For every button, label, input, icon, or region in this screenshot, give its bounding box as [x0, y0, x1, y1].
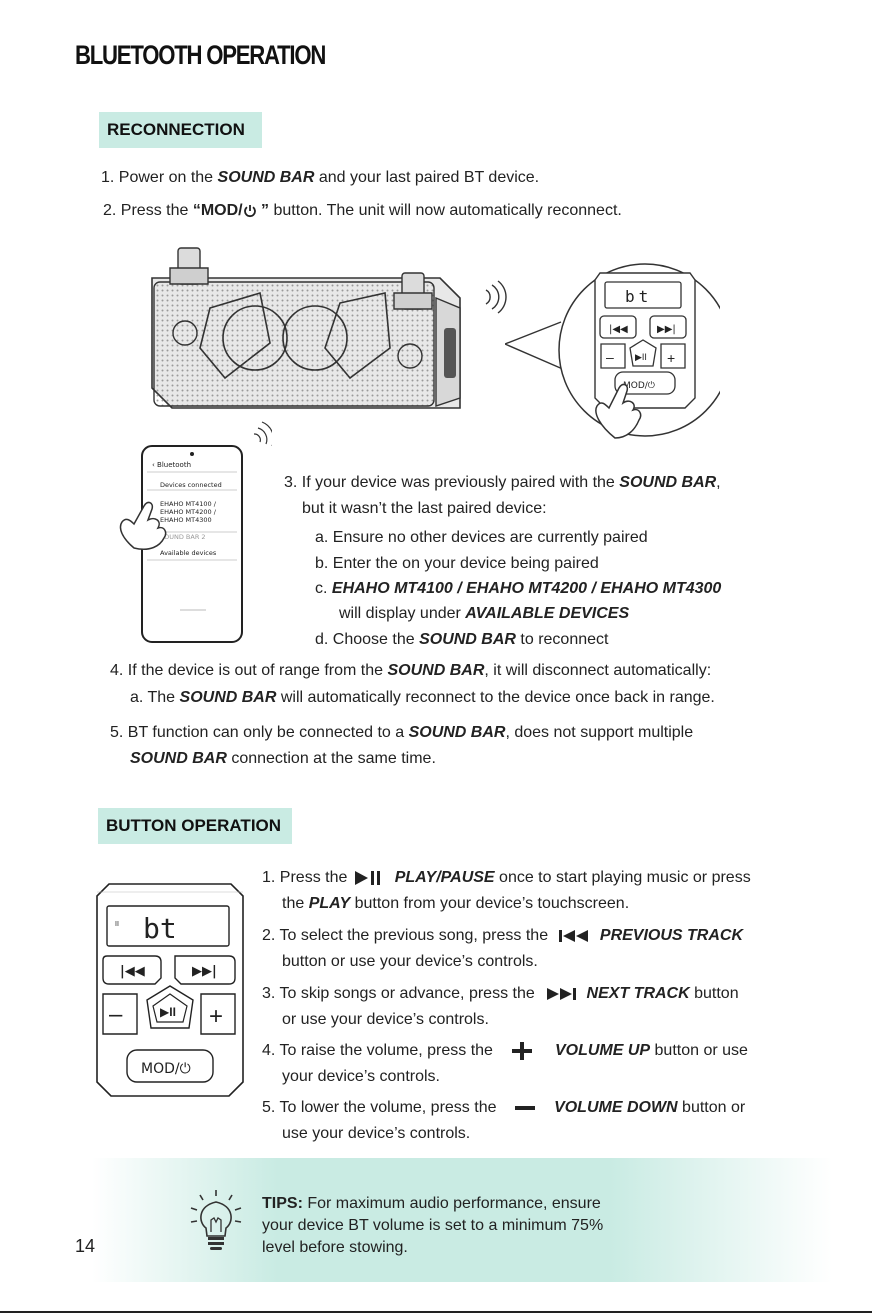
tips-line-1: TIPS: For maximum audio performance, ens… — [262, 1195, 601, 1212]
button-step-3-line-1: 3. To skip songs or advance, press the N… — [262, 985, 739, 1002]
svg-text:|◀◀: |◀◀ — [609, 324, 628, 335]
svg-text:II: II — [115, 921, 119, 928]
button-step-2-line-1: 2. To select the previous song, press th… — [262, 927, 744, 944]
reconnection-step-4-line-1: 4. If the device is out of range from th… — [110, 662, 712, 679]
reconnection-step-1: 1. Power on the SOUND BAR and your last … — [101, 169, 540, 186]
svg-text:EHAHO MT4100 /: EHAHO MT4100 / — [160, 500, 217, 508]
volume-up-icon — [511, 1042, 532, 1060]
svg-text:–: – — [606, 349, 614, 365]
next-track-icon — [546, 987, 576, 1000]
reconnection-step-3b: b. Enter the on your device being paired — [315, 555, 599, 572]
reconnection-step-5-line-1: 5. BT function can only be connected to … — [110, 724, 694, 741]
section-heading-button-operation: BUTTON OPERATION — [98, 808, 292, 844]
button-step-5-line-1: 5. To lower the volume, press the VOLUME… — [262, 1099, 746, 1117]
wireless-signal-icon — [485, 280, 507, 314]
section-heading-reconnection: RECONNECTION — [99, 112, 262, 148]
power-icon — [243, 204, 256, 217]
lightbulb-icon — [190, 1190, 242, 1250]
button-step-4-line-1: 4. To raise the volume, press the VOLUME… — [262, 1042, 748, 1060]
play-pause-icon — [354, 870, 380, 885]
svg-text:▶▶|: ▶▶| — [657, 324, 676, 335]
bottom-border — [0, 1311, 872, 1313]
reconnection-step-3-line-2: but it wasn’t the last paired device: — [302, 500, 547, 517]
reconnection-step-5-line-2: SOUND BAR connection at the same time. — [130, 750, 436, 767]
svg-text:bt: bt — [143, 912, 177, 945]
previous-track-icon — [559, 929, 588, 942]
svg-text:–: – — [109, 1001, 123, 1028]
tips-line-3: level before stowing. — [262, 1239, 408, 1256]
sound-bar-illustration — [151, 247, 461, 409]
button-step-1-line-2: the PLAY button from your device’s touch… — [282, 895, 630, 912]
button-panel-illustration: II bt |◀◀ ▶▶| – + ▶II MOD/⏻ — [96, 883, 244, 1097]
button-step-3-line-2: or use your device’s controls. — [282, 1011, 489, 1028]
svg-text:▶II: ▶II — [635, 352, 647, 362]
button-step-5-line-2: use your device’s controls. — [282, 1125, 471, 1142]
reconnection-step-3d: d. Choose the SOUND BAR to reconnect — [315, 631, 609, 648]
svg-text:|◀◀: |◀◀ — [120, 964, 145, 979]
button-step-2-line-2: button or use your device’s controls. — [282, 953, 538, 970]
svg-text:MOD/⏻: MOD/⏻ — [623, 380, 655, 391]
svg-text:‹ Bluetooth: ‹ Bluetooth — [152, 461, 191, 469]
phone-illustration: ‹ Bluetooth Devices connected EHAHO MT41… — [119, 421, 272, 643]
button-step-1-line-1: 1. Press the PLAY/PAUSE once to start pl… — [262, 869, 751, 886]
svg-text:+: + — [209, 1003, 223, 1030]
page-title: BLUETOOTH OPERATION — [75, 40, 326, 70]
tips-line-2: your device BT volume is set to a minimu… — [262, 1217, 604, 1234]
volume-down-icon — [515, 1106, 536, 1110]
svg-text:SOUND BAR 2: SOUND BAR 2 — [160, 533, 206, 541]
reconnection-step-4a: a. The SOUND BAR will automatically reco… — [130, 689, 715, 706]
reconnection-step-3-line-1: 3. If your device was previously paired … — [284, 474, 721, 491]
page-number: 14 — [75, 1236, 96, 1256]
svg-text:▶▶|: ▶▶| — [192, 964, 217, 979]
reconnection-step-3c-continued: will display under AVAILABLE DEVICES — [339, 605, 630, 622]
svg-text:MOD/⏻: MOD/⏻ — [141, 1061, 191, 1077]
svg-text:Devices connected: Devices connected — [160, 481, 222, 489]
svg-text:Available devices: Available devices — [160, 549, 217, 557]
reconnection-step-3c: c. EHAHO MT4100 / EHAHO MT4200 / EHAHO M… — [315, 580, 722, 597]
button-step-4-line-2: your device’s controls. — [282, 1068, 440, 1085]
reconnection-step-2: 2. Press the “MOD/ ” button. The unit wi… — [103, 202, 622, 219]
svg-text:+: + — [667, 350, 675, 366]
svg-text:EHAHO MT4200 /: EHAHO MT4200 / — [160, 508, 217, 516]
reconnection-step-3a: a. Ensure no other devices are currently… — [315, 529, 648, 546]
svg-text:EHAHO MT4300: EHAHO MT4300 — [160, 516, 212, 524]
svg-text:▶II: ▶II — [160, 1005, 176, 1019]
